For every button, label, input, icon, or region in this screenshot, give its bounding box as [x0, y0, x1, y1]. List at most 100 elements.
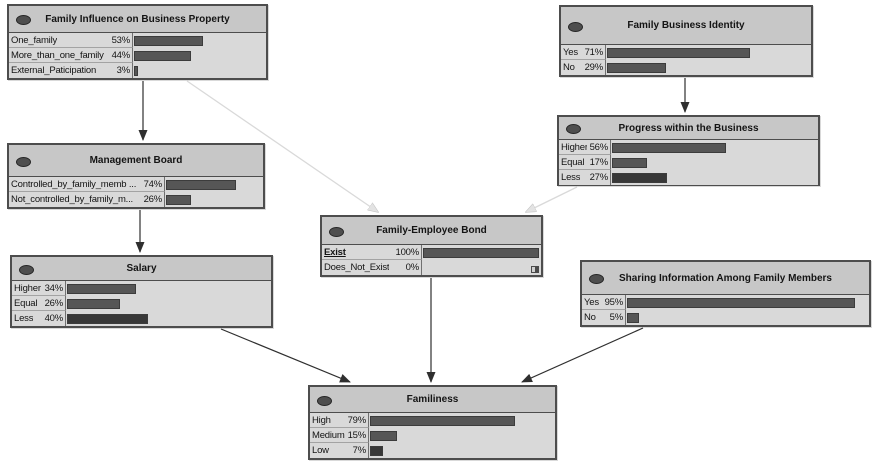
probability-bar-track [369, 443, 555, 458]
probability-bar-track [626, 295, 869, 310]
node-oval-icon [16, 156, 31, 167]
state-name: Equal [561, 156, 585, 168]
probability-bar [607, 62, 666, 73]
state-row-controlled-by-family-memb[interactable]: Controlled_by_family_memb ...74% [9, 177, 263, 192]
state-probability: 15% [347, 429, 367, 441]
node-oval-icon [19, 264, 34, 275]
node-oval-icon [568, 21, 583, 32]
node-title: Family Business Identity [627, 20, 745, 31]
probability-bar [134, 65, 138, 76]
state-name: Yes [563, 46, 578, 58]
probability-bar-track [611, 170, 818, 185]
state-label-cell: Yes 71% [561, 45, 606, 60]
state-name: Higher [561, 141, 587, 153]
state-probability: 26% [143, 194, 163, 205]
probability-bar-track [369, 428, 555, 443]
state-name: More_than_one_family [11, 49, 104, 61]
probability-bar-track [66, 281, 271, 296]
probability-bar-track [133, 48, 266, 63]
state-label-cell: Equal 17% [559, 155, 611, 170]
probability-bar [166, 179, 236, 190]
probability-bar [67, 283, 136, 294]
state-label-cell: Controlled_by_family_memb ...74% [9, 177, 165, 192]
state-probability: 3% [116, 65, 131, 76]
state-probability: 71% [584, 46, 604, 58]
state-probability: 17% [589, 156, 609, 168]
state-name: Exist [324, 246, 346, 258]
node-title: Family Influence on Business Property [45, 13, 230, 25]
state-probability: 74% [143, 178, 163, 190]
state-row-not-controlled-by-family-m[interactable]: Not_controlled_by_family_m...26% [9, 192, 263, 207]
node-title: Sharing Information Among Family Members [619, 272, 832, 284]
probability-bar [134, 50, 191, 61]
state-row-yes[interactable]: Yes 71% [561, 45, 811, 60]
probability-bar-track [606, 60, 811, 75]
probability-bar-track [626, 310, 869, 325]
state-probability: 7% [352, 445, 367, 456]
probability-bar-track [66, 311, 271, 326]
probability-bar [370, 445, 383, 456]
edge-progress-within-the-business--family-employee-bond[interactable] [526, 186, 578, 212]
state-name: High [312, 414, 331, 426]
state-name: Higher [14, 282, 41, 294]
bn-node-sharing-information-among-family-members[interactable]: Sharing Information Among Family Members… [580, 260, 871, 327]
node-oval-icon [329, 226, 344, 237]
node-title-bar: Management Board [9, 145, 263, 177]
probability-bar [627, 312, 639, 323]
probability-bar-track [369, 413, 555, 428]
edge-sharing-information-among-family-members--familiness[interactable] [521, 327, 644, 383]
state-probability: 40% [44, 313, 64, 324]
state-name: Less [561, 172, 581, 183]
probability-bar-track [422, 260, 541, 275]
probability-bar-track [165, 177, 263, 192]
state-probability: 34% [44, 282, 64, 294]
edge-family-influence-on-business-property--family-employee-bond[interactable] [186, 80, 378, 212]
probability-bar [627, 297, 855, 308]
state-probability: 0% [405, 262, 420, 273]
node-oval-icon [16, 15, 31, 25]
edge-salary--familiness[interactable] [220, 328, 351, 383]
node-title: Family-Employee Bond [376, 225, 487, 236]
node-title-bar: Progress within the Business [559, 117, 818, 140]
state-probability: 26% [44, 297, 64, 309]
node-title: Progress within the Business [618, 122, 759, 134]
state-probability: 56% [589, 141, 609, 153]
probability-bar [67, 298, 120, 309]
node-title-bar: Sharing Information Among Family Members [582, 262, 869, 295]
state-row-equal[interactable]: Equal 17% [559, 155, 818, 170]
